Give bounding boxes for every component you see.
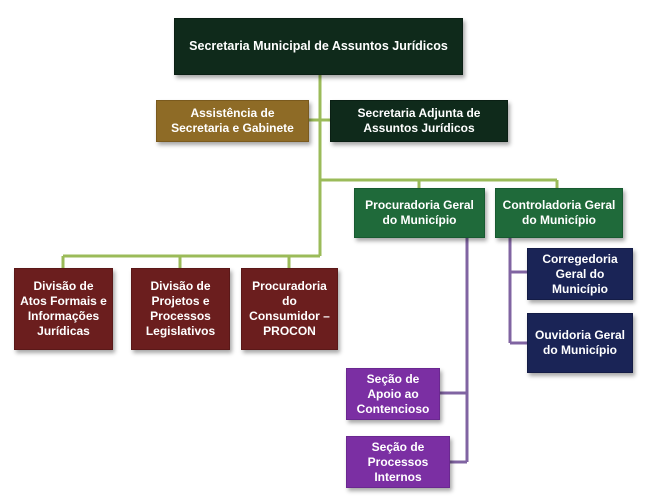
ouvidoria-box: Ouvidoria Geral do Município	[527, 313, 633, 373]
divisao-atos-box: Divisão de Atos Formais e Informações Ju…	[14, 268, 113, 350]
procuradoria-geral-box: Procuradoria Geral do Município	[354, 188, 485, 238]
secretaria-adjunta-box: Secretaria Adjunta de Assuntos Jurídicos	[330, 100, 508, 142]
assistencia-box: Assistência de Secretaria e Gabinete	[156, 100, 309, 142]
secao-apoio-label: Seção de Apoio ao Contencioso	[356, 371, 430, 416]
divisao-projetos-box: Divisão de Projetos e Processos Legislat…	[131, 268, 230, 350]
secretaria-adjunta-label: Secretaria Adjunta de Assuntos Jurídicos	[357, 106, 481, 135]
assistencia-label: Assistência de Secretaria e Gabinete	[171, 106, 294, 135]
divisao-projetos-label: Divisão de Projetos e Processos Legislat…	[145, 279, 216, 338]
procon-label: Procuradoria do Consumidor – PROCON	[249, 279, 330, 338]
corregedoria-label: Corregedoria Geral do Município	[542, 251, 618, 296]
secao-apoio-box: Seção de Apoio ao Contencioso	[346, 368, 440, 420]
ouvidoria-label: Ouvidoria Geral do Município	[534, 328, 626, 357]
procon-box: Procuradoria do Consumidor – PROCON	[241, 268, 338, 350]
corregedoria-box: Corregedoria Geral do Município	[527, 248, 633, 300]
secao-processos-box: Seção de Processos Internos	[346, 436, 450, 488]
divisao-atos-label: Divisão de Atos Formais e Informações Ju…	[20, 279, 107, 338]
controladoria-geral-box: Controladoria Geral do Município	[495, 188, 623, 238]
secretaria-municipal-box: Secretaria Municipal de Assuntos Jurídic…	[174, 18, 463, 75]
procuradoria-geral-label: Procuradoria Geral do Município	[365, 198, 474, 227]
secretaria-municipal-label: Secretaria Municipal de Assuntos Jurídic…	[189, 39, 448, 53]
secao-processos-label: Seção de Processos Internos	[367, 439, 429, 484]
controladoria-geral-label: Controladoria Geral do Município	[502, 198, 616, 227]
